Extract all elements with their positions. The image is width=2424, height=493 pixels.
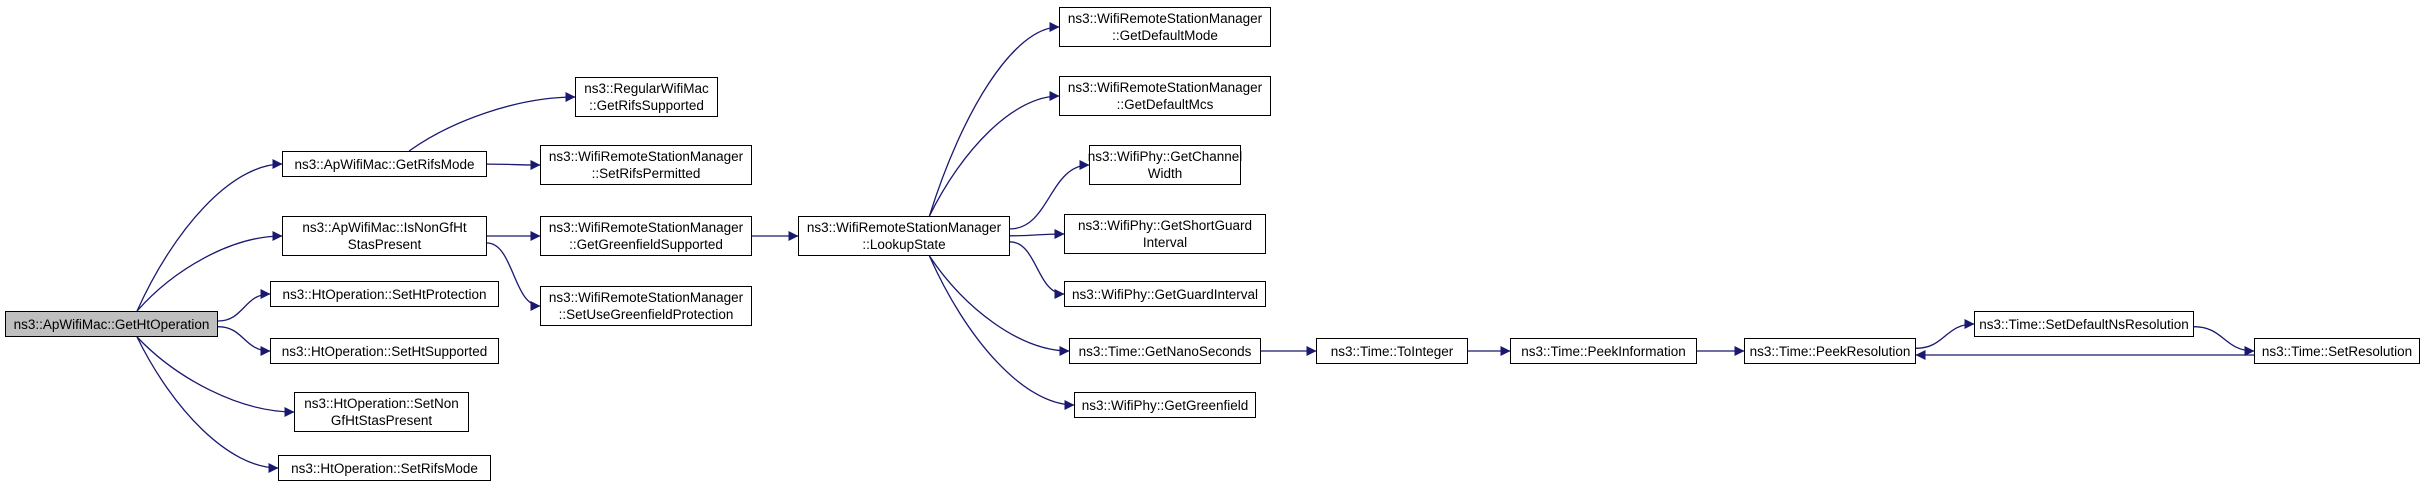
node-ns3-htoperation-sethtprotection[interactable]: ns3::HtOperation::SetHtProtection [270, 281, 499, 307]
node-ns3-time-getnanoseconds[interactable]: ns3::Time::GetNanoSeconds [1069, 338, 1261, 364]
node-label: ns3::WifiRemoteStationManager [1067, 80, 1263, 95]
node-ns3-wifiremotestationmanager-getdefaultmode[interactable]: ns3::WifiRemoteStationManager::GetDefaul… [1059, 7, 1271, 47]
edge-n0-to-n3 [217, 289, 271, 322]
node-label: ns3::WifiPhy::GetShortGuard [1077, 218, 1253, 233]
node-ns3-wifiremotestationmanager-lookupstate[interactable]: ns3::WifiRemoteStationManager::LookupSta… [798, 216, 1010, 256]
node-ns3-regularwifimac-getrifssupported[interactable]: ns3::RegularWifiMac::GetRifsSupported [575, 77, 718, 117]
node-label: ns3::WifiRemoteStationManager [548, 220, 744, 235]
node-label: ns3::Time::GetNanoSeconds [1078, 343, 1252, 359]
edge-n0-to-n5 [136, 336, 295, 417]
node-label: ns3::HtOperation::SetHtProtection [282, 286, 487, 302]
node-label: ns3::HtOperation::SetRifsMode [291, 460, 478, 476]
edge-n1-to-n7 [408, 92, 576, 152]
node-label: Interval [1142, 235, 1188, 250]
node-label: ns3::Time::PeekResolution [1749, 343, 1911, 359]
node-label: ::GetGreenfieldSupported [569, 237, 723, 252]
node-ns3-wifiremotestationmanager-getgreenfieldsupported[interactable]: ns3::WifiRemoteStationManager::GetGreenf… [540, 216, 752, 256]
node-ns3-wifiremotestationmanager-setusegreenfieldprotection[interactable]: ns3::WifiRemoteStationManager::SetUseGre… [540, 286, 752, 326]
edge-n0-to-n1 [136, 159, 283, 312]
node-ns3-htoperation-setrifsmode[interactable]: ns3::HtOperation::SetRifsMode [278, 455, 491, 481]
edge-n21-to-n22 [1915, 319, 1975, 349]
node-ns3-apwifimac-gethtoperation[interactable]: ns3::ApWifiMac::GetHtOperation [5, 311, 218, 337]
node-label: ns3::Time::SetResolution [2261, 343, 2413, 359]
node-label: ns3::HtOperation::SetNon [304, 396, 459, 411]
node-ns3-htoperation-sethtsupported[interactable]: ns3::HtOperation::SetHtSupported [270, 338, 499, 364]
node-ns3-wifiphy-getguardinterval[interactable]: ns3::WifiPhy::GetGuardInterval [1064, 281, 1266, 307]
edge-n1-to-n8 [486, 159, 541, 170]
node-label: ns3::WifiPhy::GetGreenfield [1081, 397, 1249, 413]
node-label: ns3::HtOperation::SetHtSupported [281, 343, 488, 359]
edge-n0-to-n4 [217, 326, 271, 356]
node-label: ns3::WifiRemoteStationManager [548, 290, 744, 305]
node-label: ::GetDefaultMcs [1116, 97, 1214, 112]
edge-n0-to-n6 [136, 336, 279, 473]
node-ns3-apwifimac-getrifsmode[interactable]: ns3::ApWifiMac::GetRifsMode [282, 151, 487, 177]
node-ns3-wifiphy-getgreenfield[interactable]: ns3::WifiPhy::GetGreenfield [1074, 392, 1256, 418]
node-label: ns3::WifiRemoteStationManager [548, 149, 744, 164]
node-label: ns3::Time::SetDefaultNsResolution [1979, 316, 2189, 332]
node-label: ns3::ApWifiMac::IsNonGfHt [302, 220, 467, 235]
edge-n11-to-n18 [928, 255, 1075, 410]
node-ns3-wifiremotestationmanager-getdefaultmcs[interactable]: ns3::WifiRemoteStationManager::GetDefaul… [1059, 76, 1271, 116]
node-label: ::SetRifsPermitted [591, 166, 701, 181]
node-label: ::GetDefaultMode [1112, 28, 1218, 43]
node-ns3-time-setdefaultnsresolution[interactable]: ns3::Time::SetDefaultNsResolution [1974, 311, 2194, 337]
edge-n11-to-n16 [1009, 241, 1065, 299]
node-label: GfHtStasPresent [330, 413, 433, 428]
node-ns3-time-peekresolution[interactable]: ns3::Time::PeekResolution [1744, 338, 1916, 364]
node-label: Width [1147, 166, 1183, 181]
node-label: StasPresent [347, 237, 422, 252]
node-ns3-time-setresolution[interactable]: ns3::Time::SetResolution [2254, 338, 2420, 364]
edge-n0-to-n2 [136, 231, 283, 312]
edge-n11-to-n12 [928, 22, 1060, 217]
edge-n11-to-n13 [928, 91, 1060, 217]
node-ns3-time-tointeger[interactable]: ns3::Time::ToInteger [1316, 338, 1468, 364]
node-label: ns3::WifiPhy::GetGuardInterval [1071, 286, 1259, 302]
node-ns3-wifiremotestationmanager-setrifspermitted[interactable]: ns3::WifiRemoteStationManager::SetRifsPe… [540, 145, 752, 185]
edge-n11-to-n17 [928, 255, 1070, 356]
node-label: ::SetUseGreenfieldProtection [558, 307, 734, 322]
node-ns3-time-peekinformation[interactable]: ns3::Time::PeekInformation [1510, 338, 1697, 364]
edge-n22-to-n23 [2193, 326, 2255, 356]
edge-n2-to-n10 [486, 242, 541, 311]
node-label: ns3::WifiPhy::GetChannel [1087, 149, 1243, 164]
edge-n11-to-n15 [1009, 229, 1065, 240]
node-label: ::GetRifsSupported [589, 98, 704, 113]
node-label: ::LookupState [862, 237, 946, 252]
node-label: ns3::ApWifiMac::GetHtOperation [13, 316, 210, 332]
node-label: ns3::Time::ToInteger [1330, 343, 1454, 359]
edge-n11-to-n14 [1009, 160, 1090, 230]
node-label: ns3::RegularWifiMac [584, 81, 709, 96]
node-label: ns3::ApWifiMac::GetRifsMode [294, 156, 475, 172]
node-label: ns3::Time::PeekInformation [1521, 343, 1686, 359]
node-label: ns3::WifiRemoteStationManager [806, 220, 1002, 235]
node-label: ns3::WifiRemoteStationManager [1067, 11, 1263, 26]
